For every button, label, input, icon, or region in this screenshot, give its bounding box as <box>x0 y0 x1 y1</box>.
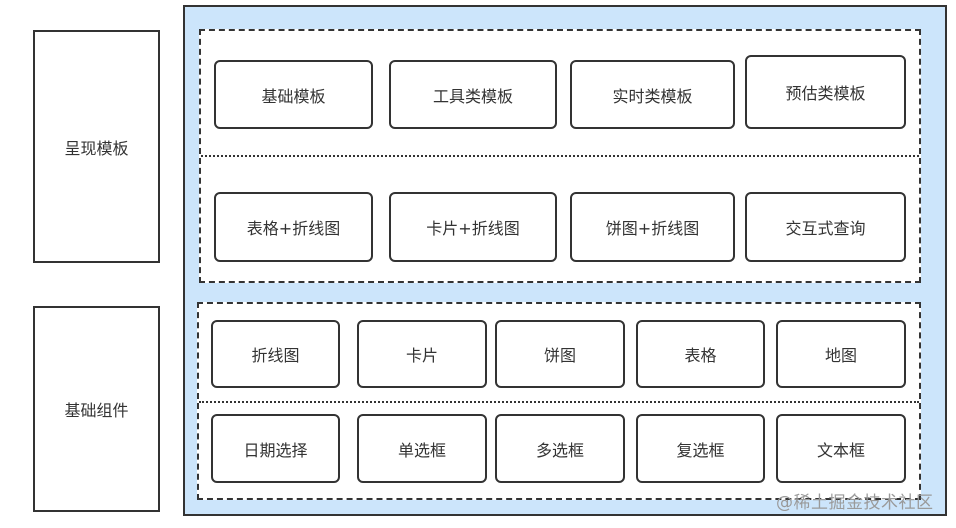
template-table-line: 表格+折线图 <box>214 192 373 262</box>
template-forecast-label: 预估类模板 <box>785 84 866 103</box>
component-date-picker-label: 日期选择 <box>243 440 308 460</box>
template-pie-line: 饼图+折线图 <box>570 192 735 262</box>
component-pie-chart-label: 饼图 <box>543 346 576 365</box>
watermark: @稀土掘金技术社区 <box>776 488 934 513</box>
component-table-label: 表格 <box>684 346 717 365</box>
template-tool-label: 工具类模板 <box>432 86 513 106</box>
template-interactive-query: 交互式查询 <box>745 192 906 262</box>
component-date-picker: 日期选择 <box>211 414 340 483</box>
component-textbox: 文本框 <box>776 414 906 483</box>
component-multi-select-label: 多选框 <box>535 440 584 460</box>
template-tool: 工具类模板 <box>389 60 557 129</box>
template-card-line: 卡片+折线图 <box>389 192 557 262</box>
components-divider <box>199 401 919 403</box>
basic-components-label-text: 基础组件 <box>64 401 129 420</box>
presentation-templates-label: 呈现模板 <box>33 30 160 263</box>
component-map: 地图 <box>776 320 906 388</box>
watermark-text: @稀土掘金技术社区 <box>776 493 934 513</box>
component-map-label: 地图 <box>824 346 857 365</box>
templates-divider <box>201 155 919 157</box>
component-radio-label: 单选框 <box>397 440 446 460</box>
template-table-line-label: 表格+折线图 <box>246 219 341 238</box>
component-table: 表格 <box>636 320 765 388</box>
component-checkbox: 复选框 <box>636 414 765 483</box>
component-checkbox-label: 复选框 <box>676 440 725 460</box>
basic-components-label: 基础组件 <box>33 306 160 512</box>
template-realtime-label: 实时类模板 <box>612 86 693 106</box>
template-basic-label: 基础模板 <box>261 86 326 106</box>
template-forecast: 预估类模板 <box>745 55 906 129</box>
component-multi-select: 多选框 <box>495 414 625 483</box>
template-pie-line-label: 饼图+折线图 <box>605 219 700 238</box>
component-textbox-label: 文本框 <box>816 440 865 460</box>
component-card: 卡片 <box>357 320 487 388</box>
template-card-line-label: 卡片+折线图 <box>426 219 520 238</box>
component-radio: 单选框 <box>357 414 487 483</box>
presentation-templates-label-text: 呈现模板 <box>64 138 129 158</box>
component-card-label: 卡片 <box>405 346 438 365</box>
template-basic: 基础模板 <box>214 60 373 129</box>
template-realtime: 实时类模板 <box>570 60 735 129</box>
template-interactive-query-label: 交互式查询 <box>785 219 866 238</box>
component-line-chart-label: 折线图 <box>251 346 300 365</box>
component-line-chart: 折线图 <box>211 320 340 388</box>
component-pie-chart: 饼图 <box>495 320 625 388</box>
